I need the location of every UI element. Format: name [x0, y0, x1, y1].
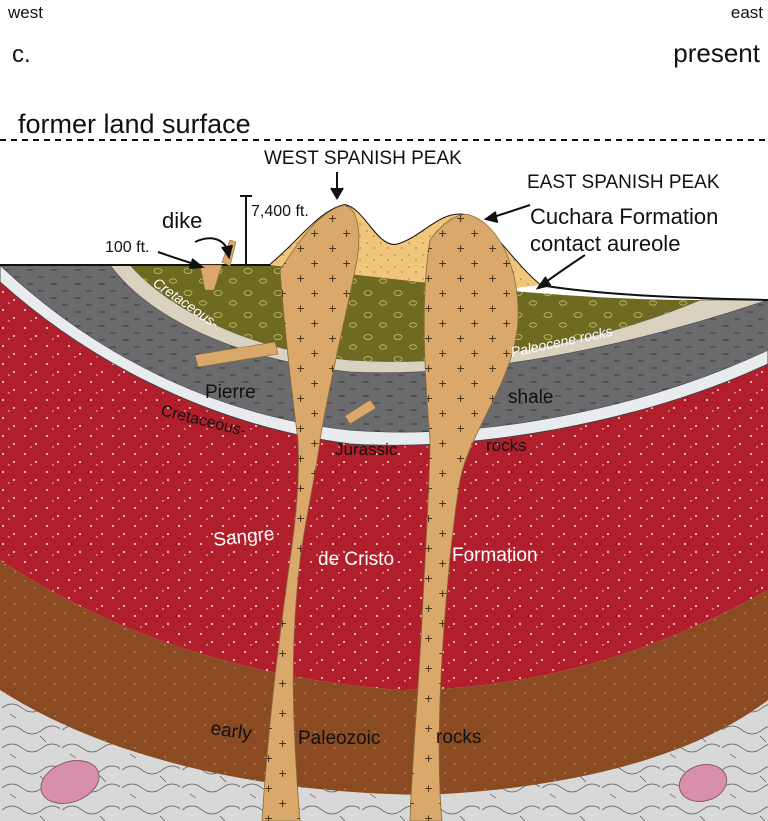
paleozoic-pattern [0, 560, 768, 795]
pierre-label: Pierre [205, 382, 256, 403]
dike-width-label: 100 ft. [105, 239, 149, 256]
panel-letter: c. [12, 41, 31, 68]
corner-label-west: west [7, 3, 43, 22]
east-intrusion-pattern [410, 214, 519, 821]
de-cristo-label: de Cristo [318, 549, 394, 570]
arrows [157, 172, 586, 290]
jurassic-label: Jurassic [335, 440, 398, 459]
former-surface-label: former land surface [18, 109, 251, 139]
shale-label: shale [508, 387, 553, 408]
formation-label: Formation [452, 545, 538, 566]
corner-label-east: east [731, 3, 763, 22]
west-dike-1 [199, 264, 223, 291]
east-peak-label: EAST SPANISH PEAK [527, 172, 720, 193]
paleozoic-label: Paleozoic [298, 728, 380, 749]
paleocene-pattern [130, 265, 700, 362]
jurassic-rocks-label: rocks [486, 436, 527, 455]
cuchara-label-line2: contact aureole [530, 231, 680, 256]
paleozoic-rocks-label: rocks [436, 727, 481, 748]
pink-body-right [678, 764, 728, 802]
sangre-pattern [0, 268, 768, 690]
pierre-pattern [0, 265, 768, 432]
panel-time: present [673, 38, 760, 68]
small-sill [344, 399, 377, 425]
west-intrusion-pattern [262, 205, 359, 821]
pink-body-left [40, 760, 100, 804]
west-peak-label: WEST SPANISH PEAK [264, 148, 462, 169]
dike-label: dike [162, 208, 202, 233]
height-label: 7,400 ft. [251, 203, 309, 220]
height-bar [240, 195, 252, 266]
cuchara-label-line1: Cuchara Formation [530, 204, 718, 229]
west-sill [194, 341, 279, 368]
